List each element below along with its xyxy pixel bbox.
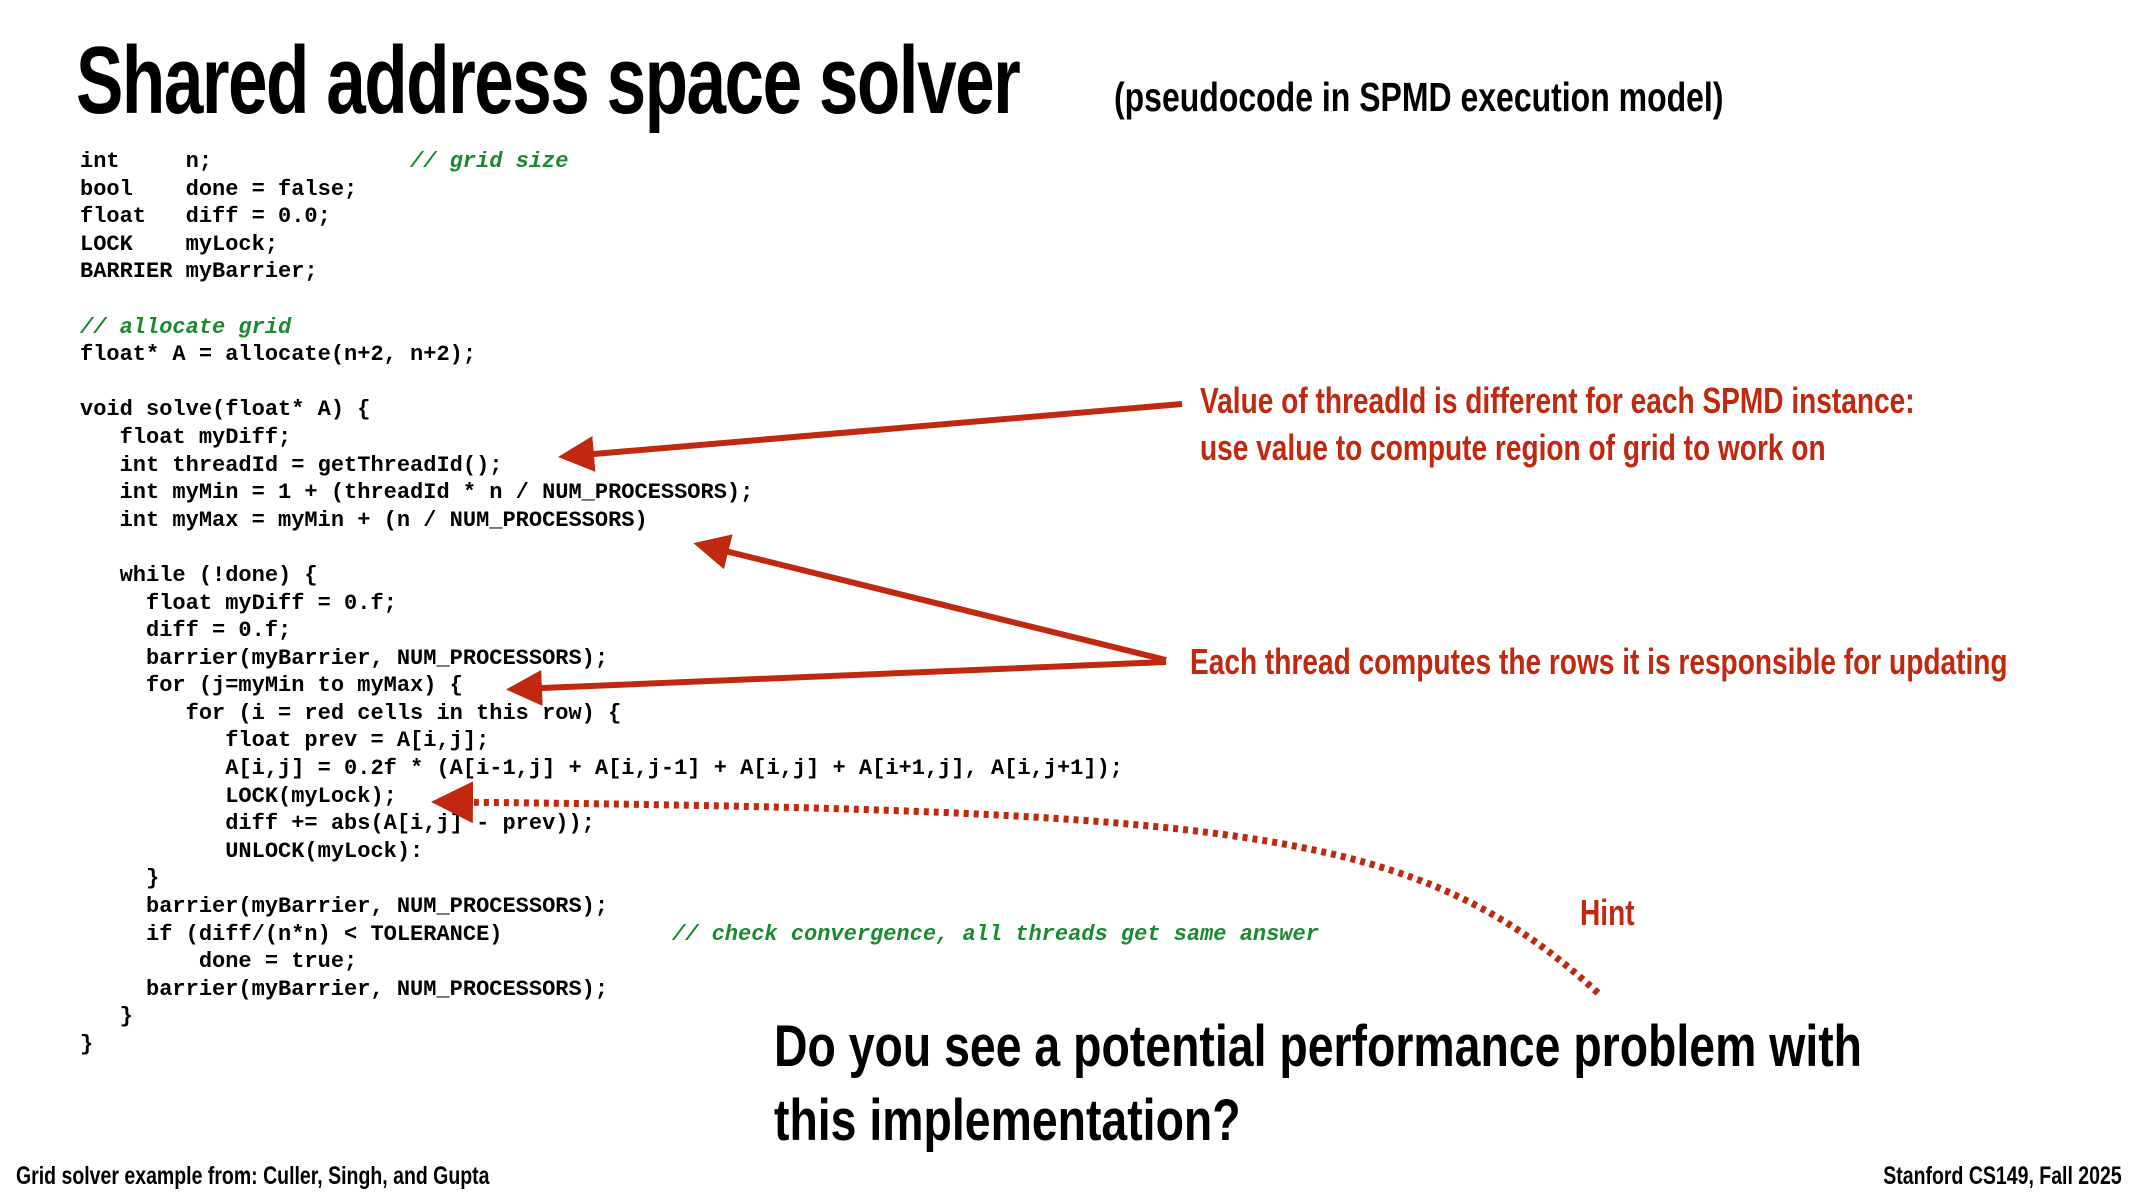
code-line: barrier(myBarrier, NUM_PROCESSORS); [80,894,609,920]
arrow-thread-id [558,401,1183,472]
code-line: for (i = red cells in this row) { [80,700,622,726]
annotation-thread-id-line2: use value to compute region of grid to w… [1200,427,1826,468]
code-line: bool done = false; [80,176,358,202]
annotation-thread-id-line1: Value of threadId is different for each … [1200,380,1915,421]
code-line: float myDiff = 0.f; [80,590,397,616]
code-line: } [80,1032,94,1057]
annotation-hint: Hint [1580,892,1635,933]
code-comment: // check convergence, all threads get sa… [672,921,1319,947]
code-line: for (j=myMin to myMax) { [80,673,463,699]
code-line: if (diff/(n*n) < TOLERANCE)// check conv… [80,921,1319,947]
code-line: float diff = 0.0; [80,204,331,230]
code-line: int n;// grid size [80,149,569,174]
annotation-rows: Each thread computes the rows it is resp… [1190,641,2008,682]
code-line: int threadId = getThreadId(); [80,452,503,478]
code-line: diff = 0.f; [80,618,292,644]
code-line: done = true; [80,949,358,975]
code-line: A[i,j] = 0.2f * (A[i-1,j] + A[i,j-1] + A… [80,756,1123,782]
code-line: } [80,1004,133,1030]
code-line: diff += abs(A[i,j] - prev)); [80,811,595,837]
code-line: while (!done) { [80,562,318,588]
code-line: int myMin = 1 + (threadId * n / NUM_PROC… [80,480,754,506]
code-comment: // grid size [410,149,569,174]
code-line: barrier(myBarrier, NUM_PROCESSORS); [80,645,609,671]
code-line: LOCK(myLock); [80,783,397,809]
code-line: float prev = A[i,j]; [80,728,490,754]
footer-credit: Grid solver example from: Culler, Singh,… [16,1162,490,1190]
code-comment: // allocate grid [80,314,292,340]
question-line2: this implementation? [774,1088,1241,1153]
code-line: } [80,866,160,892]
code-line: UNLOCK(myLock): [80,838,424,864]
slide-title: Shared address space solver [76,27,1021,134]
code-line: int myMax = myMin + (n / NUM_PROCESSORS) [80,507,648,533]
code-line: BARRIER myBarrier; [80,259,318,285]
question: Do you see a potential performance probl… [774,1010,1862,1158]
code-line: void solve(float* A) { [80,397,371,423]
question-line1: Do you see a potential performance probl… [774,1014,1863,1079]
arrow-for-loop [506,659,1167,706]
code-block: int n;// grid size bool done = false; fl… [80,148,1319,1059]
code-line: barrier(myBarrier, NUM_PROCESSORS); [80,976,609,1002]
footer-course: Stanford CS149, Fall 2025 [1883,1162,2122,1190]
code-line: float* A = allocate(n+2, n+2); [80,342,477,368]
slide-subtitle: (pseudocode in SPMD execution model) [1114,74,1724,120]
arrow-hint-dotted [431,781,1601,996]
code-line: LOCK myLock; [80,231,279,257]
arrow-mymax [693,534,1167,663]
code-line: float myDiff; [80,424,292,450]
